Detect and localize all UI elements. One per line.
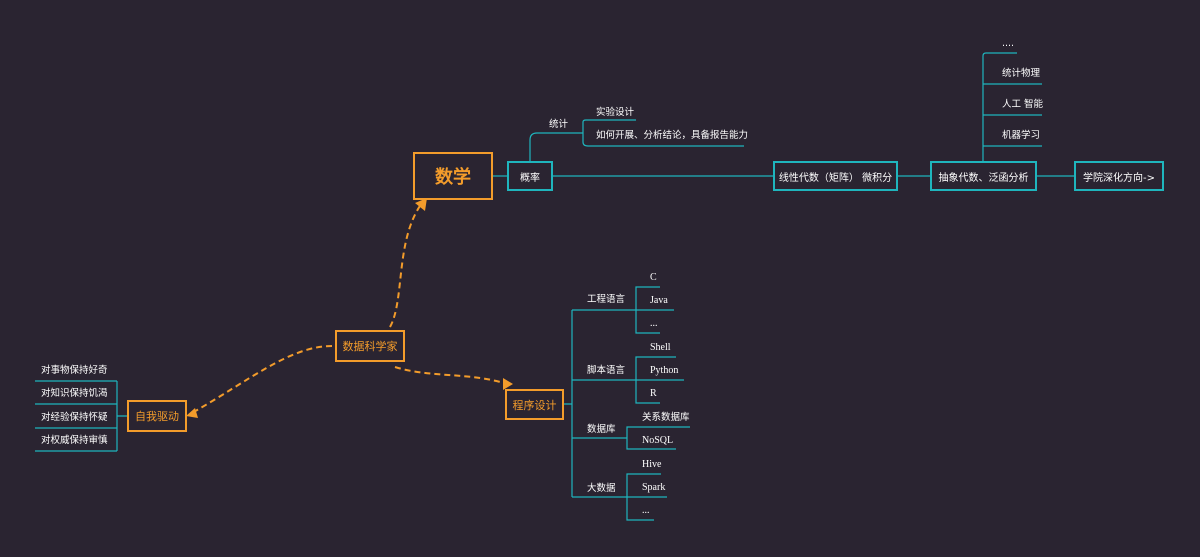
- abstract-item: 机器学习: [1002, 130, 1041, 141]
- probability-node[interactable]: 概率: [507, 161, 553, 191]
- group-item: Spark: [642, 482, 666, 493]
- group-label-bigdata: 大数据: [587, 483, 616, 494]
- abstract-algebra-label: 抽象代数、泛函分析: [938, 172, 1029, 184]
- linear-algebra-label: 线性代数（矩阵） 微积分: [778, 172, 893, 184]
- group-item: NoSQL: [642, 435, 674, 446]
- stats-item: 如何开展、分析结论，具备报告能力: [596, 130, 749, 141]
- abstract-algebra-node[interactable]: 抽象代数、泛函分析: [930, 161, 1037, 191]
- programming-label: 程序设计: [512, 398, 557, 412]
- root-node[interactable]: 数据科学家: [335, 330, 405, 362]
- probability-label: 概率: [520, 172, 540, 184]
- abstract-item: ....: [1002, 38, 1015, 49]
- stats-item: 实验设计: [596, 107, 635, 118]
- drive-item: 对知识保持饥渴: [41, 388, 108, 399]
- drive-item: 对经验保持怀疑: [41, 412, 108, 423]
- group-label-engineering: 工程语言: [587, 294, 626, 305]
- group-item: C: [650, 272, 657, 283]
- programming-node[interactable]: 程序设计: [505, 389, 564, 420]
- drive-item: 对权威保持审慎: [41, 435, 108, 446]
- root-label: 数据科学家: [342, 340, 398, 353]
- stats-label: 统计: [549, 119, 569, 130]
- drive-label: 自我驱动: [135, 410, 179, 423]
- math-node[interactable]: 数学: [413, 152, 493, 200]
- arrowhead-programming: [503, 378, 513, 390]
- edge-root-math: [389, 202, 423, 328]
- math-label: 数学: [435, 167, 471, 188]
- abstract-item: 人工 智能: [1002, 99, 1044, 110]
- group-item: 关系数据库: [642, 412, 690, 423]
- group-label-database: 数据库: [587, 424, 616, 435]
- group-item: Hive: [642, 459, 662, 470]
- linear-algebra-node[interactable]: 线性代数（矩阵） 微积分: [773, 161, 898, 191]
- group-label-script: 脚本语言: [587, 365, 626, 376]
- group-item: ...: [650, 318, 658, 329]
- academy-label: 学院深化方向->: [1083, 172, 1155, 184]
- group-item: Shell: [650, 342, 671, 353]
- group-item: ...: [642, 505, 650, 516]
- group-item: R: [650, 388, 657, 399]
- edge-root-drive: [191, 345, 333, 414]
- abstract-item: 统计物理: [1002, 68, 1041, 79]
- group-item: Java: [650, 295, 668, 306]
- drive-item: 对事物保持好奇: [41, 365, 108, 376]
- arrowhead-drive: [186, 408, 198, 418]
- arrowhead-math: [415, 198, 427, 211]
- edge-root-programming: [394, 366, 508, 385]
- drive-node[interactable]: 自我驱动: [127, 400, 187, 432]
- group-item: Python: [650, 365, 679, 376]
- academy-node[interactable]: 学院深化方向->: [1074, 161, 1164, 191]
